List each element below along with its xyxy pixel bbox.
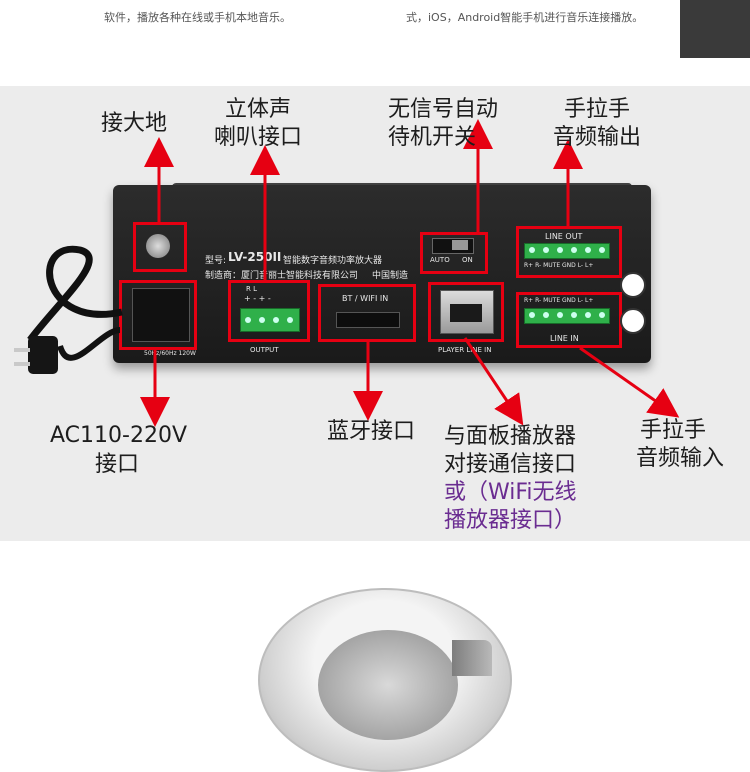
speaker-cone [318, 630, 458, 740]
label-panel-line1: 与面板播放器 [444, 423, 576, 451]
label-line-in-line1: 手拉手 [640, 417, 706, 445]
label-standby-line1: 无信号自动 [388, 96, 498, 124]
label-stereo-line2: 喇叭接口 [214, 124, 302, 152]
callout-arrows [0, 0, 750, 676]
speaker-housing [452, 640, 492, 676]
label-line-out-line1: 手拉手 [564, 96, 630, 124]
label-power-line1: AC110-220V [50, 422, 187, 450]
label-ground: 接大地 [101, 110, 167, 138]
label-panel-line2: 对接通信接口 [444, 451, 576, 479]
label-panel-line4: 播放器接口） [444, 507, 576, 535]
label-line-out-line2: 音频输出 [553, 124, 641, 152]
label-stereo-line1: 立体声 [225, 96, 291, 124]
label-panel-line3: 或（WiFi无线 [444, 479, 577, 507]
label-power-line2: 接口 [95, 451, 139, 479]
label-bluetooth: 蓝牙接口 [327, 418, 415, 446]
label-line-in-line2: 音频输入 [636, 445, 724, 473]
label-standby-line2: 待机开关 [388, 124, 476, 152]
